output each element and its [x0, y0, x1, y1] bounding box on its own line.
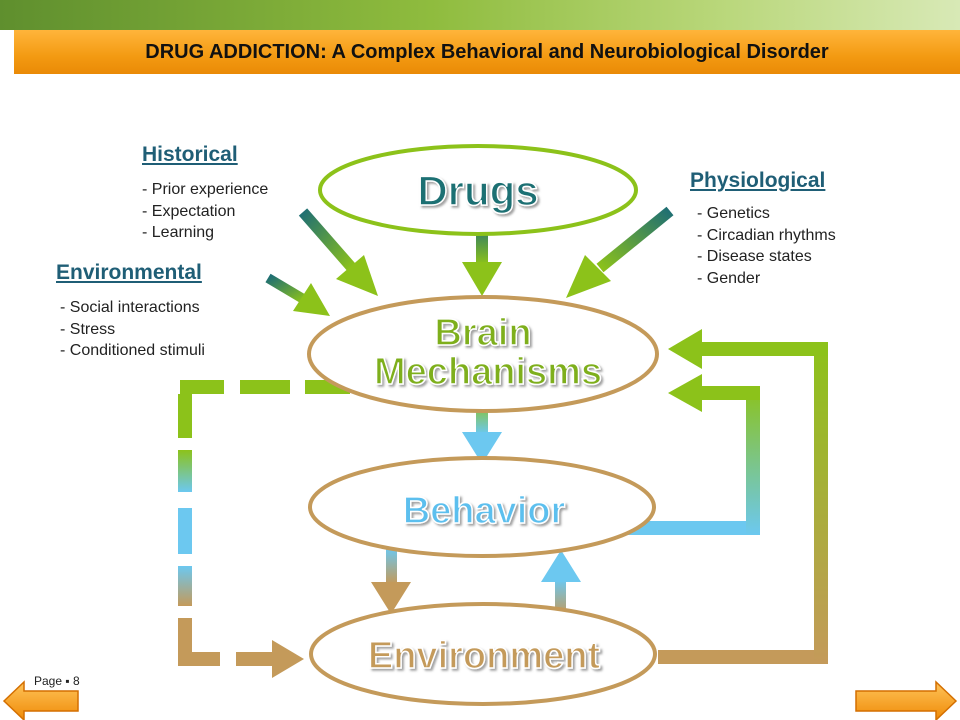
historical-arrow	[298, 208, 378, 296]
environmental-item: - Conditioned stimuli	[60, 342, 205, 359]
environmental-item: - Social interactions	[60, 299, 200, 316]
environment-label: Environment	[368, 635, 601, 677]
next-slide-button[interactable]	[855, 680, 958, 720]
environmental-item: - Stress	[60, 320, 116, 338]
brain-mechanisms-node: Brain Mechanisms	[307, 295, 659, 413]
brain-label: Brain	[434, 312, 531, 354]
environmental-items: - Social interactions - Stress - Conditi…	[60, 297, 205, 362]
physiological-heading: Physiological	[690, 169, 826, 192]
physiological-item: - Circadian rhythms	[697, 226, 836, 244]
historical-item: - Learning	[142, 224, 215, 241]
historical-item: - Expectation	[142, 202, 236, 220]
behavior-node: Behavior	[308, 456, 656, 558]
environmental-arrow	[265, 273, 330, 316]
physiological-item: - Genetics	[697, 205, 770, 222]
historical-items: - Prior experience - Expectation - Learn…	[142, 179, 268, 244]
right-arrow-icon	[855, 680, 958, 720]
page-number: Page ▪ 8	[34, 674, 80, 688]
left-arrow-icon	[2, 680, 79, 720]
drugs-label: Drugs	[417, 167, 538, 214]
top-decorative-bar	[0, 0, 960, 30]
environment-node: Environment	[309, 602, 657, 706]
slide-title: DRUG ADDICTION: A Complex Behavioral and…	[145, 41, 829, 63]
behavior-to-environment-arrow	[371, 548, 411, 614]
environment-to-brain-loop	[658, 329, 828, 664]
brain-to-environment-dashed-loop	[178, 380, 350, 678]
environmental-heading: Environmental	[56, 261, 202, 284]
drugs-node: Drugs	[318, 144, 638, 236]
physiological-item: - Disease states	[697, 248, 812, 265]
physiological-arrow	[566, 206, 674, 298]
environment-to-behavior-arrow	[541, 550, 581, 616]
physiological-item: - Gender	[697, 269, 761, 287]
behavior-label: Behavior	[403, 490, 566, 532]
physiological-items: - Genetics - Circadian rhythms - Disease…	[697, 203, 836, 289]
title-bar: DRUG ADDICTION: A Complex Behavioral and…	[14, 30, 960, 74]
previous-slide-button[interactable]	[2, 680, 79, 720]
historical-heading: Historical	[142, 143, 238, 166]
historical-item: - Prior experience	[142, 181, 269, 198]
behavior-to-brain-loop	[624, 374, 760, 535]
mechanisms-label: Mechanisms	[374, 351, 602, 393]
